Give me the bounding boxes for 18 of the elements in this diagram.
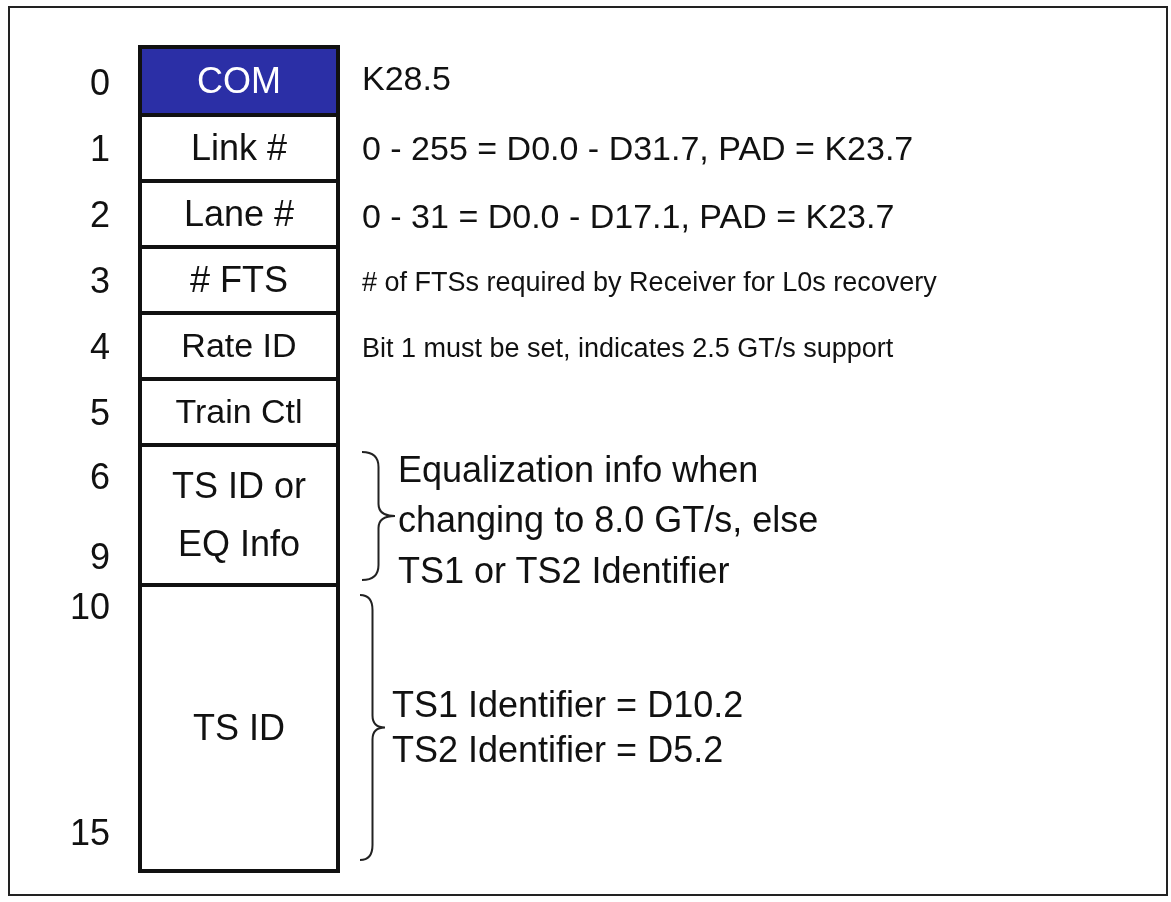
description-text: 0 - 31 = D0.0 - D17.1, PAD = K23.7 — [362, 196, 895, 237]
description-text: 0 - 255 = D0.0 - D31.7, PAD = K23.7 — [362, 128, 914, 169]
byte-number: 4 — [88, 326, 110, 368]
description-text: K28.5 — [362, 58, 451, 99]
byte-number: 1 — [88, 128, 110, 170]
description-text: TS2 Identifier = D5.2 — [392, 728, 724, 772]
byte-number: 3 — [88, 260, 110, 302]
byte-number: 9 — [88, 536, 110, 578]
description-text: Bit 1 must be set, indicates 2.5 GT/s support — [362, 332, 894, 365]
byte-number: 6 — [88, 456, 110, 498]
byte-number: 2 — [88, 194, 110, 236]
description-text: TS1 Identifier = D10.2 — [392, 683, 744, 727]
byte-number: 10 — [68, 586, 110, 628]
description-text: # of FTSs required by Receiver for L0s recovery — [362, 266, 937, 299]
description-text: Equalization info when changing to 8.0 GT/s, else TS1 or TS2 Identifier — [398, 448, 820, 593]
byte-number: 15 — [68, 812, 110, 854]
byte-number: 5 — [88, 392, 110, 434]
byte-number: 0 — [88, 62, 110, 104]
